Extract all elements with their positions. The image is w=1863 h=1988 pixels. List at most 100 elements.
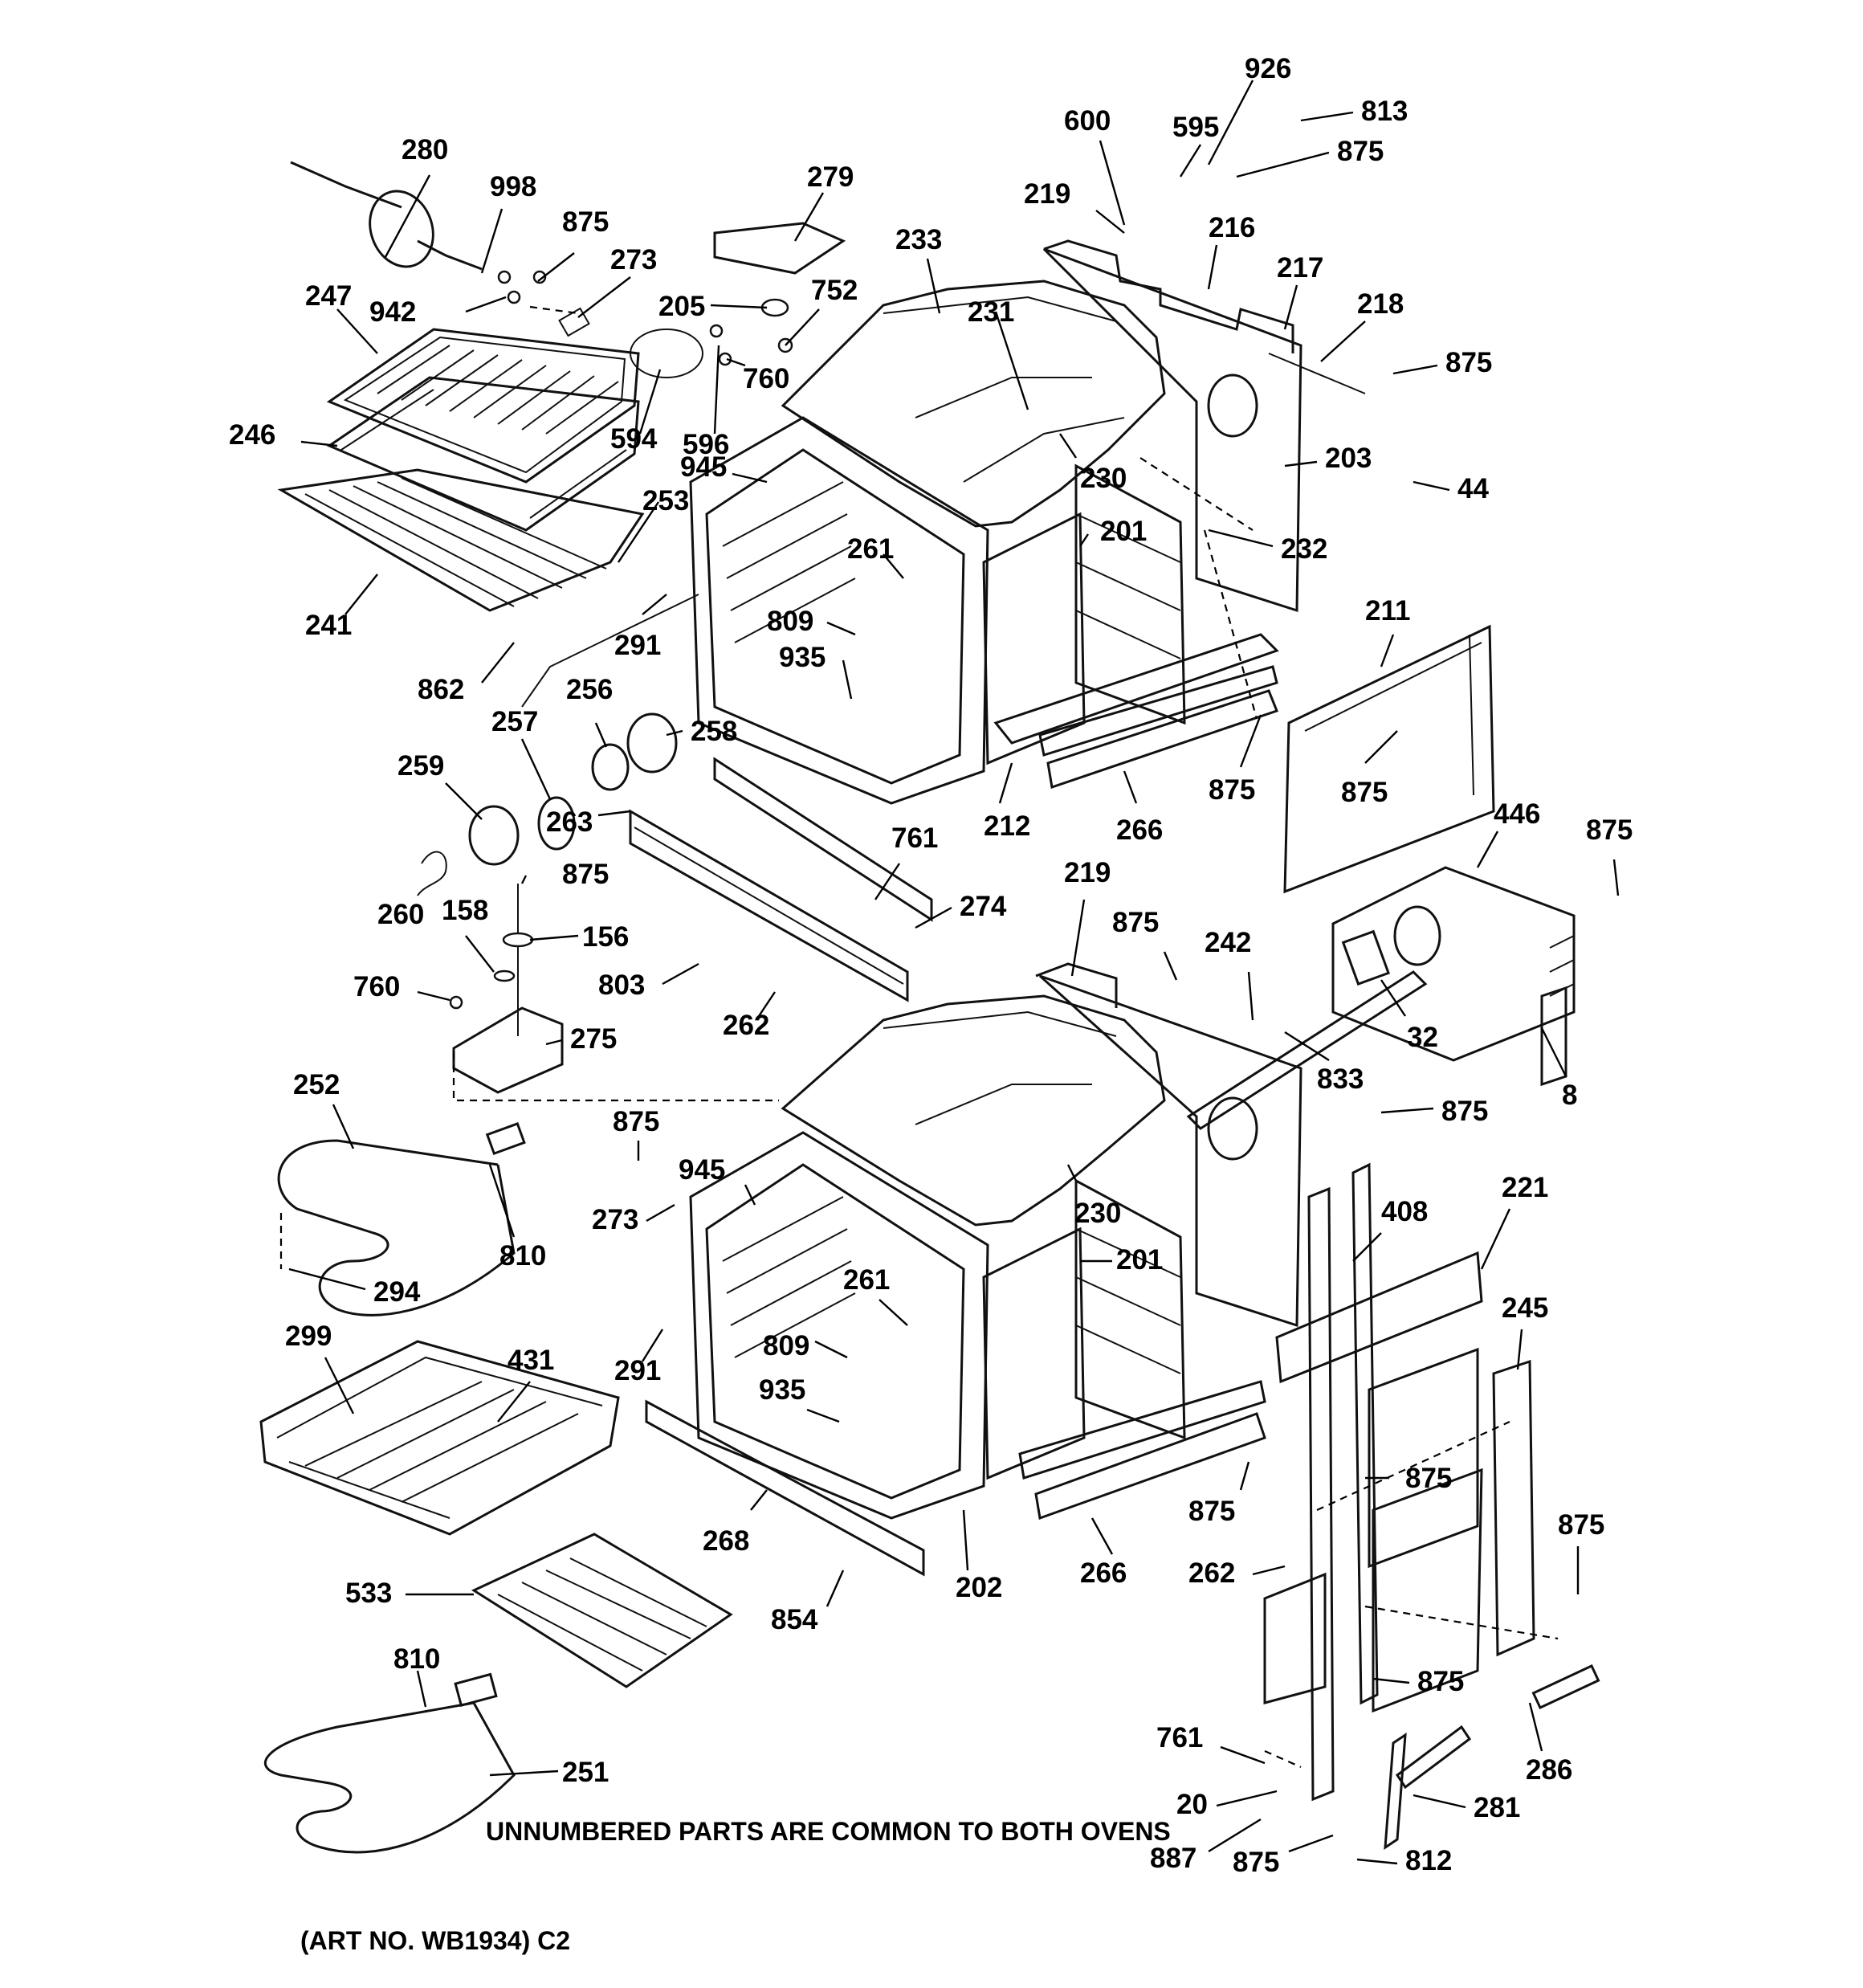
callout-294: 294 [373, 1276, 421, 1308]
callout-256: 256 [566, 674, 613, 705]
callout-446: 446 [1494, 798, 1540, 830]
lower-bottom-trim-part [645, 1380, 1266, 1577]
callout-761: 761 [1156, 1722, 1203, 1753]
callout-942: 942 [369, 296, 416, 328]
callout-233: 233 [895, 224, 942, 255]
callout-600: 600 [1064, 105, 1111, 137]
callout-752: 752 [811, 275, 858, 306]
broiler-pan-part [326, 376, 640, 532]
lower-oven-cavity-part [689, 962, 1302, 1520]
callout-935: 935 [779, 642, 826, 673]
callout-156: 156 [582, 921, 629, 953]
callout-219: 219 [1024, 178, 1070, 210]
callout-211: 211 [1365, 595, 1410, 627]
callout-217: 217 [1277, 252, 1323, 284]
callout-230: 230 [1080, 463, 1127, 494]
callout-875: 875 [562, 859, 609, 890]
callout-260: 260 [377, 899, 424, 930]
bottom-trim-part [1038, 665, 1278, 789]
callout-875: 875 [1233, 1847, 1279, 1878]
callout-809: 809 [767, 606, 813, 637]
callout-273: 273 [610, 244, 657, 276]
callout-221: 221 [1502, 1172, 1548, 1203]
side-rail-part [1263, 1162, 1535, 1802]
callout-291: 291 [614, 1355, 661, 1386]
callout-247: 247 [305, 280, 352, 312]
upper-back-panel-part [1283, 624, 1495, 894]
lower-broiler-pan-part [259, 1340, 620, 1536]
assembly-guide-lines [279, 305, 1559, 1769]
callout-809: 809 [763, 1330, 809, 1361]
callout-231: 231 [968, 296, 1014, 328]
lower-oven-rack-part [471, 1533, 733, 1688]
callout-408: 408 [1381, 1196, 1428, 1227]
callout-253: 253 [642, 485, 689, 516]
callout-887: 887 [1150, 1843, 1196, 1874]
callout-761: 761 [891, 823, 938, 854]
callout-266: 266 [1080, 1557, 1127, 1589]
rear-bracket-part [1331, 866, 1576, 1087]
callout-813: 813 [1361, 96, 1408, 127]
callout-274: 274 [960, 891, 1007, 922]
callout-218: 218 [1357, 288, 1404, 320]
callout-201: 201 [1100, 516, 1147, 547]
callout-268: 268 [703, 1525, 749, 1557]
callout-875: 875 [1341, 777, 1388, 808]
callout-594: 594 [610, 423, 658, 455]
callout-431: 431 [508, 1345, 554, 1376]
callout-263: 263 [546, 806, 593, 838]
callout-875: 875 [1445, 347, 1492, 378]
callout-810: 810 [393, 1643, 440, 1675]
callout-875: 875 [1337, 136, 1384, 167]
bake-element-part [277, 1122, 526, 1316]
callout-leaders [288, 80, 1620, 1865]
callout-760: 760 [353, 971, 400, 1002]
callout-998: 998 [490, 171, 536, 202]
callout-230: 230 [1074, 1198, 1121, 1229]
callout-252: 252 [293, 1069, 340, 1100]
callout-257: 257 [491, 706, 538, 737]
callout-935: 935 [759, 1374, 805, 1406]
oven-rack-part [277, 468, 645, 612]
callout-875: 875 [613, 1106, 659, 1137]
callout-262: 262 [723, 1010, 769, 1041]
callout-275: 275 [570, 1023, 617, 1055]
door-hinge-part [1384, 1664, 1600, 1850]
callout-875: 875 [1405, 1463, 1452, 1494]
callout-533: 533 [345, 1578, 392, 1609]
callout-212: 212 [984, 810, 1030, 842]
callout-266: 266 [1116, 814, 1163, 846]
callout-251: 251 [562, 1757, 609, 1788]
callout-875: 875 [1417, 1666, 1464, 1697]
callout-875: 875 [1112, 907, 1159, 938]
art-number-note: (ART NO. WB1934) C2 [300, 1926, 571, 1955]
callout-44: 44 [1457, 473, 1489, 504]
callout-202: 202 [956, 1572, 1002, 1603]
callout-803: 803 [598, 970, 645, 1001]
callout-286: 286 [1526, 1754, 1572, 1786]
callout-261: 261 [847, 533, 894, 565]
callout-281: 281 [1474, 1792, 1520, 1823]
callout-241: 241 [305, 610, 352, 641]
probe-cable-part [290, 161, 483, 271]
common-parts-note: UNNUMBERED PARTS ARE COMMON TO BOTH OVEN… [486, 1817, 1171, 1846]
callout-261: 261 [843, 1264, 890, 1296]
callout-875: 875 [1586, 814, 1633, 846]
callout-273: 273 [592, 1204, 638, 1235]
callout-299: 299 [285, 1321, 332, 1352]
vent-trim-part [629, 757, 933, 1002]
callout-875: 875 [1441, 1096, 1488, 1127]
callout-203: 203 [1325, 443, 1372, 474]
callout-875: 875 [562, 206, 609, 238]
callout-926: 926 [1245, 53, 1291, 84]
callout-242: 242 [1205, 927, 1251, 958]
oven-light-assembly-part [417, 594, 699, 896]
callout-245: 245 [1502, 1292, 1548, 1324]
callout-216: 216 [1209, 212, 1255, 243]
callout-854: 854 [771, 1604, 818, 1635]
callout-596: 596 [683, 429, 729, 460]
callout-595: 595 [1172, 112, 1219, 143]
callout-262: 262 [1188, 1557, 1235, 1589]
